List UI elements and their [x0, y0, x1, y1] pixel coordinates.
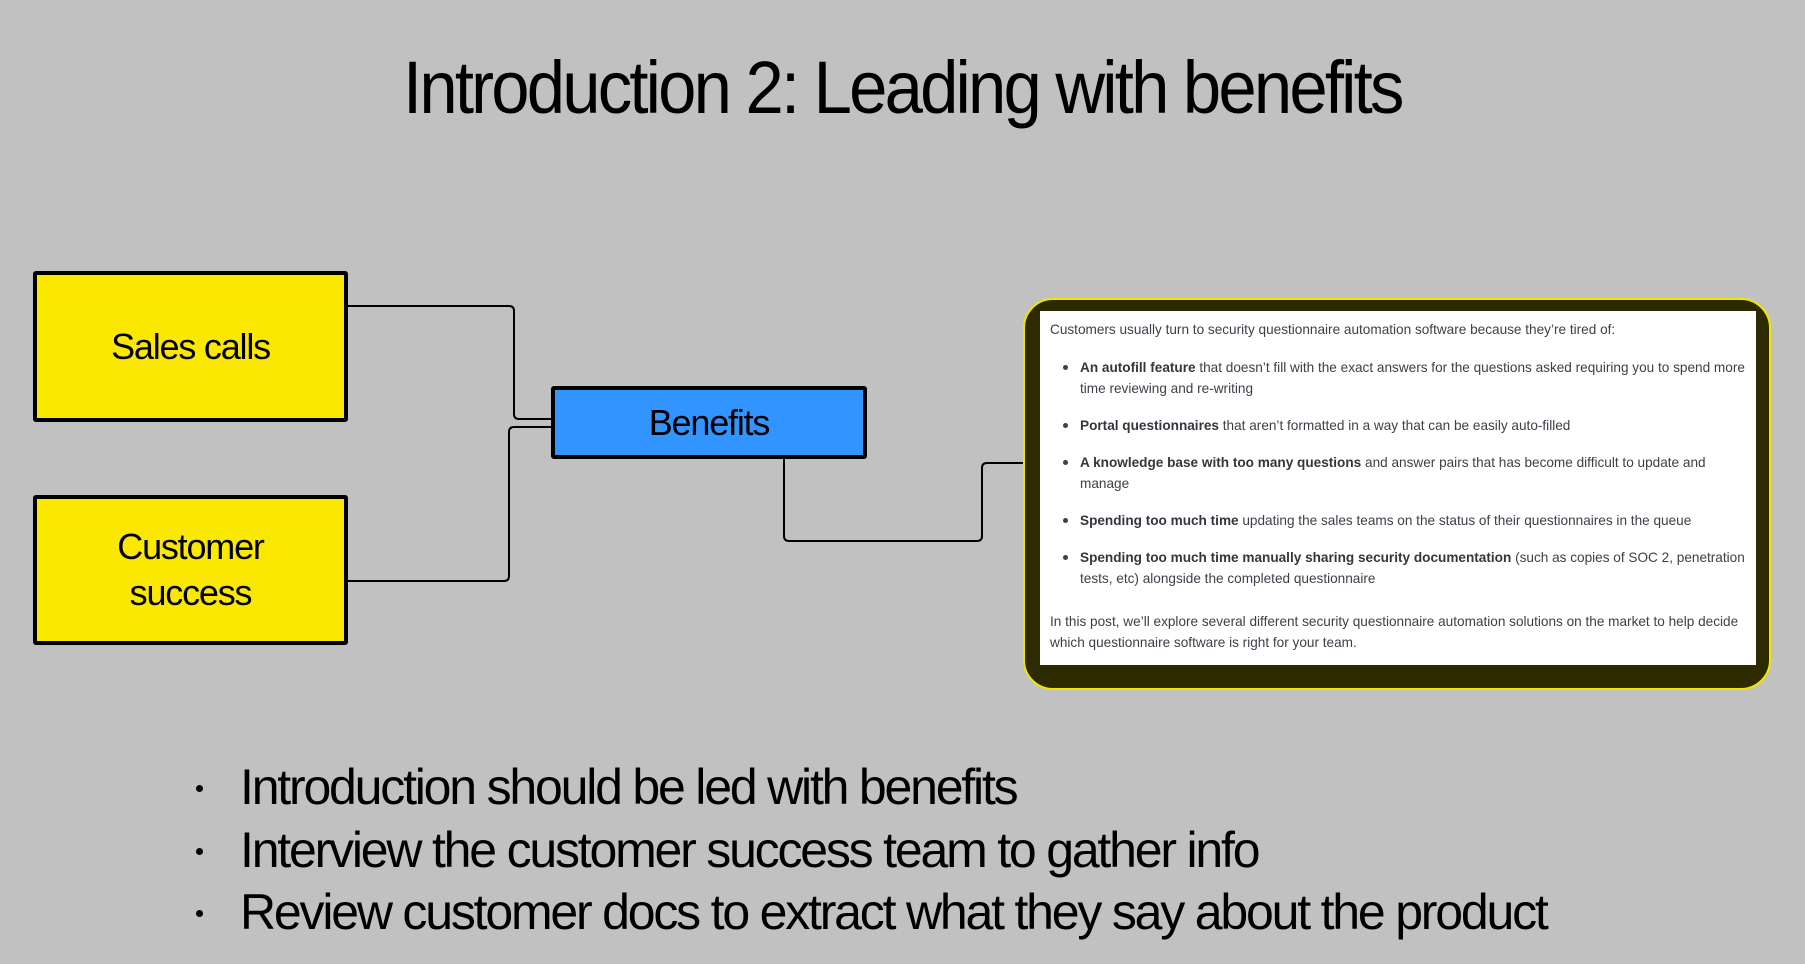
benefits-label: Benefits — [648, 401, 771, 443]
sales-calls-label: Sales calls — [111, 325, 271, 367]
connector-sales-to-benefits — [348, 305, 552, 420]
list-item-text: and answer pairs that has become difficu… — [1080, 455, 1706, 491]
list-item-bold: A knowledge base with too many questions — [1080, 455, 1362, 470]
list-item: A knowledge base with too many questions… — [1063, 452, 1756, 494]
list-item-text: (such as copies of SOC 2, penetration te… — [1080, 550, 1745, 586]
article-excerpt: Customers usually turn to security quest… — [1040, 311, 1756, 665]
takeaway-bullets: Introduction should be led with benefits… — [190, 756, 1549, 944]
sales-calls-node: Sales calls — [33, 271, 348, 422]
list-item-bold: Spending too much time — [1080, 513, 1239, 528]
customer-success-label: Customer success — [117, 524, 265, 616]
bullet-text: Introduction should be led with benefits — [240, 759, 1019, 815]
article-screenshot-frame: Customers usually turn to security quest… — [1023, 298, 1771, 690]
list-item-bold: Spending too much time manually sharing … — [1080, 550, 1512, 565]
article-outro: In this post, we’ll explore several diff… — [1050, 614, 1739, 650]
list-item-text: updating the sales teams on the status o… — [1238, 513, 1692, 528]
bullet-dot-icon — [196, 910, 203, 917]
bullet-item: Introduction should be led with benefits — [190, 756, 1547, 819]
list-item-bold: Portal questionnaires — [1080, 418, 1219, 433]
list-item: Spending too much time updating the sale… — [1063, 510, 1756, 531]
list-item-text: that doesn’t fill with the exact answers… — [1080, 360, 1745, 396]
connector-customer-success-to-benefits — [348, 426, 552, 582]
benefits-node: Benefits — [551, 386, 867, 459]
article-intro: Customers usually turn to security quest… — [1050, 322, 1616, 337]
list-item: An autofill feature that doesn’t fill wi… — [1063, 357, 1756, 399]
list-item-bold: An autofill feature — [1080, 360, 1196, 375]
slide-title: Introduction 2: Leading with benefits — [403, 46, 1404, 129]
bullet-item: Interview the customer success team to g… — [190, 819, 1547, 882]
customer-success-node: Customer success — [33, 495, 348, 645]
bullet-text: Review customer docs to extract what the… — [240, 884, 1549, 940]
customer-success-label-line1: Customer — [117, 526, 265, 567]
customer-success-label-line2: success — [129, 572, 253, 613]
bullet-dot-icon — [196, 785, 203, 792]
list-item: Portal questionnaires that aren’t format… — [1063, 415, 1756, 436]
article-pain-points-list: An autofill feature that doesn’t fill wi… — [1050, 357, 1756, 589]
bullet-item: Review customer docs to extract what the… — [190, 881, 1549, 944]
connector-benefits-to-screenshot — [783, 459, 1024, 542]
bullet-dot-icon — [196, 847, 203, 855]
bullet-text: Interview the customer success team to g… — [240, 821, 1260, 878]
list-item-text: that aren’t formatted in a way that can … — [1219, 418, 1571, 433]
list-item: Spending too much time manually sharing … — [1063, 547, 1756, 589]
